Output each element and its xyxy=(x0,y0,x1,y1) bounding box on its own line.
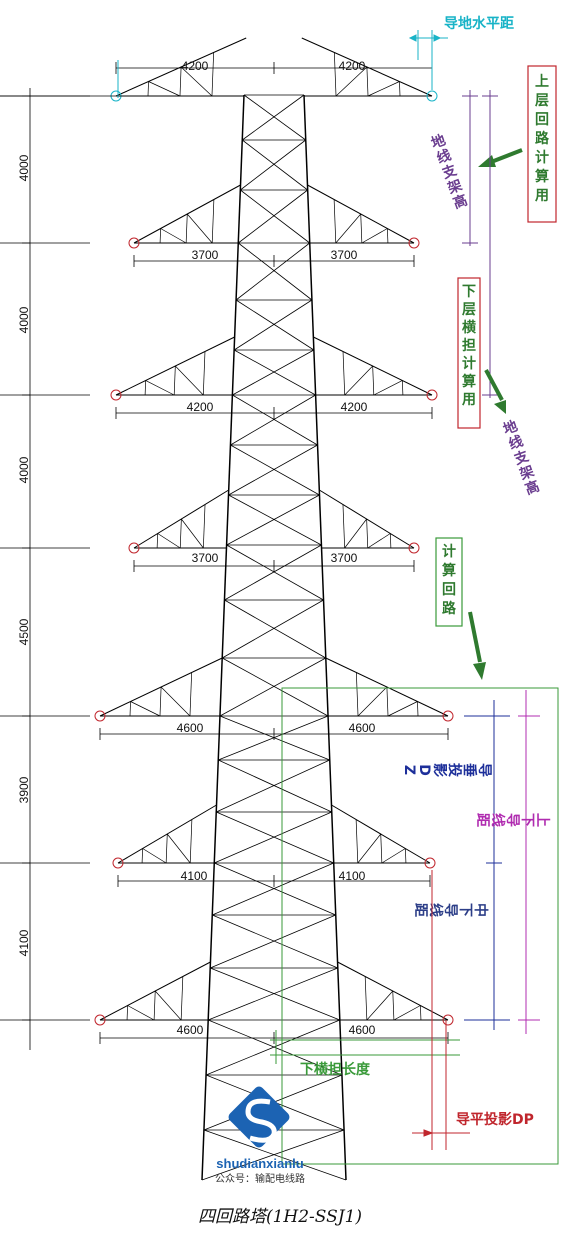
upper-lower-spacing-label: 上下导线距 xyxy=(474,813,550,827)
calc-loop-label: 计算回路 xyxy=(442,543,457,617)
level-dim-1: 4000 xyxy=(17,154,31,181)
logo-name: shudianxianlu xyxy=(216,1156,303,1171)
s-logo-icon xyxy=(228,1086,290,1148)
level-dim-5: 3900 xyxy=(17,776,31,803)
horizontal-projection-label: 导平投影DP xyxy=(456,1112,534,1128)
figure-caption: 四回路塔(1H2-SSJ1) xyxy=(198,1207,362,1227)
level-dim-3: 4000 xyxy=(17,456,31,483)
lower-crossarm-calc-label: 下层横担计算用 xyxy=(462,284,477,408)
level-dimensions: 4000 4000 4000 4500 3900 4100 xyxy=(17,154,31,956)
dz-dim-lines xyxy=(464,700,510,1030)
arm-dim-2-left: 3700 xyxy=(192,248,219,262)
arm-dimensions: 4200 4200 3700 3700 4200 4200 3700 3700 … xyxy=(177,59,376,1037)
arm-dim-2-right: 3700 xyxy=(331,248,358,262)
green-frame xyxy=(270,687,559,1165)
arm-dim-7-right: 4600 xyxy=(349,1023,376,1037)
arm-dim-6-left: 4100 xyxy=(181,869,208,883)
arm-dim-4-left: 3700 xyxy=(192,551,219,565)
arm-dim-7-left: 4600 xyxy=(177,1023,204,1037)
logo-subtitle: 公众号：输配电线路 xyxy=(215,1172,305,1185)
dp-dim-lines xyxy=(412,870,470,1150)
level-dim-2: 4000 xyxy=(17,306,31,333)
upper-loop-calc-label: 上层回路计算用 xyxy=(535,74,550,204)
arrow-2 xyxy=(484,369,506,414)
upper-lower-dim-lines xyxy=(518,690,540,1034)
arm-dim-1-right: 4200 xyxy=(339,59,366,73)
level-dim-6: 4100 xyxy=(17,929,31,956)
arrow-3 xyxy=(468,611,486,680)
middle-lower-spacing-label: 中下导线距 xyxy=(412,903,489,917)
arm-dim-3-left: 4200 xyxy=(187,400,214,414)
ground-horizontal-annotation xyxy=(117,30,448,98)
gw-support-height-2: 地线支架高 xyxy=(500,417,543,499)
level-dim-4: 4500 xyxy=(17,618,31,645)
lower-crossarm-calc-box xyxy=(457,277,481,429)
arm-dim-4-right: 3700 xyxy=(331,551,358,565)
arm-dim-1-left: 4200 xyxy=(182,59,209,73)
arm-dim-5-left: 4600 xyxy=(177,721,204,735)
gw-support-height-1: 地线支架高 xyxy=(428,131,471,213)
purple-dim-lines xyxy=(462,90,498,398)
upper-loop-calc-box: 上层回路计算用 xyxy=(527,65,557,223)
arm-dim-5-right: 4600 xyxy=(349,721,376,735)
arm-dim-6-right: 4100 xyxy=(339,869,366,883)
vertical-projection-label: 导垂投影DZ xyxy=(401,763,492,777)
arrow-1 xyxy=(478,148,523,167)
lower-crossarm-length-label: 下横担长度 xyxy=(300,1061,371,1078)
ground-horizontal-label: 导地水平距 xyxy=(444,15,514,32)
tower-structure xyxy=(0,37,454,1181)
arm-dim-3-right: 4200 xyxy=(341,400,368,414)
calc-loop-box xyxy=(435,537,463,627)
logo: shudianxianlu 公众号：输配电线路 xyxy=(215,1086,305,1185)
